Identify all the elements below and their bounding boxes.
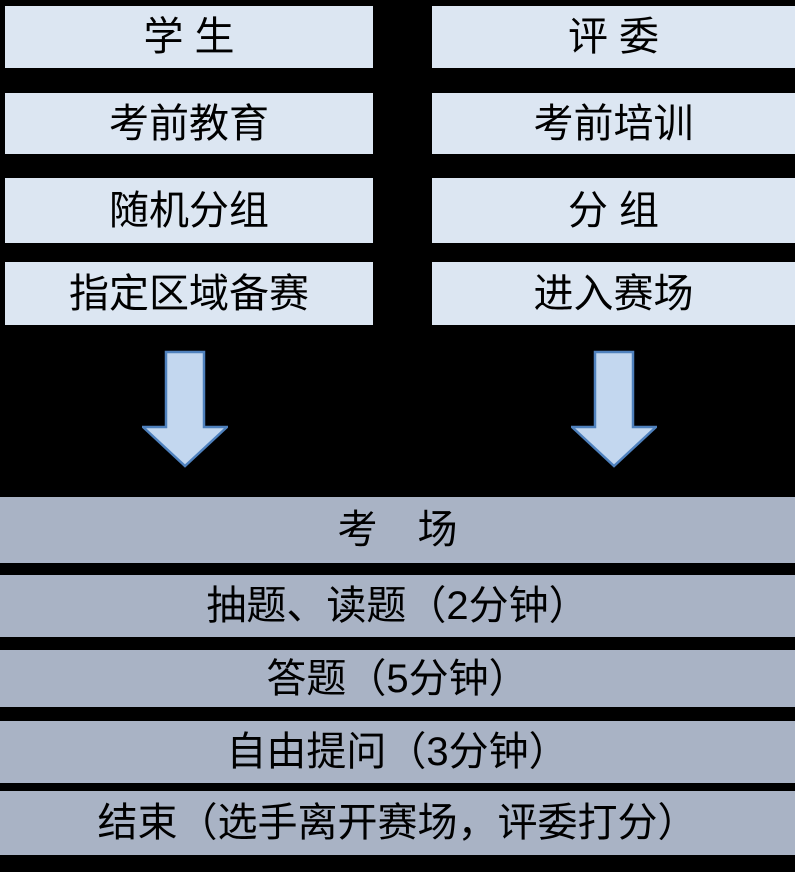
band-end-and-scoring: 结束（选手离开赛场，评委打分） (0, 791, 795, 855)
band-answer-question: 答题（5分钟） (0, 650, 795, 707)
box-pre-exam-training: 考前培训 (432, 93, 795, 154)
student-down-arrow-icon (142, 350, 228, 468)
box-students: 学 生 (5, 6, 373, 68)
box-judges: 评 委 (432, 6, 795, 68)
judge-down-arrow-icon (571, 350, 657, 468)
box-enter-arena: 进入赛场 (432, 262, 795, 325)
box-pre-exam-education: 考前教育 (5, 93, 373, 154)
box-grouping: 分 组 (432, 178, 795, 243)
box-random-grouping: 随机分组 (5, 178, 373, 243)
band-draw-and-read-question: 抽题、读题（2分钟） (0, 575, 795, 637)
band-exam-room: 考 场 (0, 497, 795, 563)
band-free-questions: 自由提问（3分钟） (0, 721, 795, 783)
box-designated-area-prep: 指定区域备赛 (5, 262, 373, 325)
